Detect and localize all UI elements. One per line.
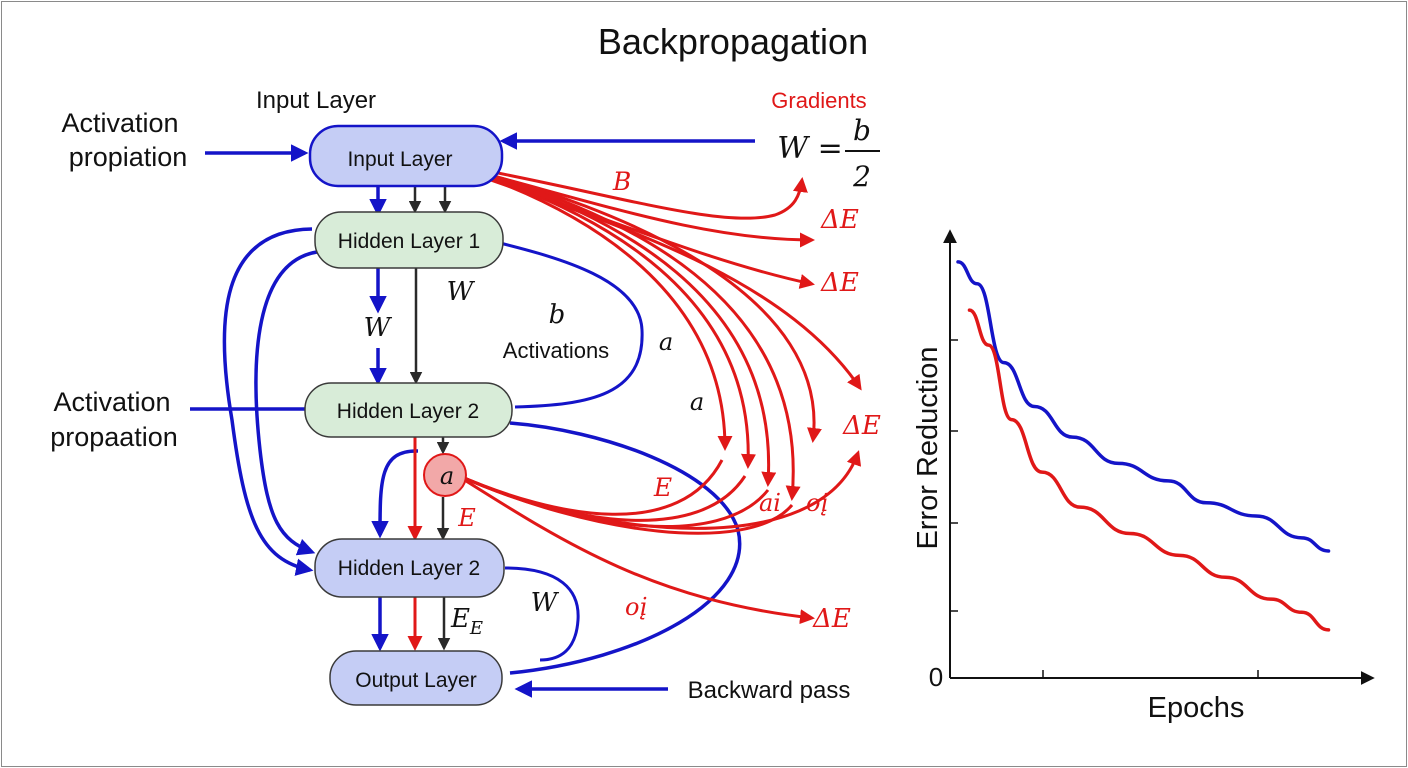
gradient-curve-down-1 — [439, 160, 733, 451]
node-input-layer[interactable]: Input Layer — [308, 124, 504, 188]
feedback-curve-a — [371, 449, 419, 539]
chart-y-zero-label: 0 — [929, 662, 943, 692]
chart-x-ticks — [1042, 670, 1259, 678]
gradient-fan-a — [454, 450, 862, 625]
input-layer-caption: Input Layer — [256, 87, 376, 114]
gradient-curve-down-5 — [439, 160, 822, 443]
backward-pass-label: Backward pass — [688, 677, 851, 704]
chart-x-label: Epochs — [1148, 692, 1245, 724]
node-input-label: Input Layer — [347, 148, 452, 171]
activation-label-mid-1: Activation — [53, 387, 170, 417]
node-a[interactable]: a — [423, 453, 467, 497]
gradient-ai-label: ai — [759, 489, 781, 517]
weight-label-mid: W — [447, 277, 476, 307]
hidden2-to-output-curve — [509, 421, 742, 675]
node-hidden-layer-2a[interactable]: Hidden Layer 2 — [304, 382, 513, 438]
error-E-small-label: E — [457, 504, 476, 532]
a-curve-dE — [454, 450, 862, 530]
loop-curve-inner — [254, 250, 318, 556]
weight-label-lower: W — [531, 588, 560, 618]
gradient-dE-label-4: ΔE — [812, 604, 851, 634]
chart-series-line-0 — [956, 260, 1331, 553]
diagram-title: Backpropagation — [598, 21, 868, 62]
chart-y-ticks — [950, 339, 958, 612]
gradient-B-label: B — [612, 167, 631, 196]
bias-label: b — [549, 300, 566, 330]
gradient-curve-B — [439, 160, 808, 220]
activation-a-label-1: a — [659, 328, 673, 356]
activation-a-label-2: a — [690, 388, 704, 416]
error-reduction-chart: 0 Epochs Error Reduction — [912, 229, 1375, 724]
a-curve-bottom-dE — [454, 472, 815, 625]
formula-lhs: W = — [777, 131, 843, 166]
node-hidden2b-label: Hidden Layer 2 — [338, 557, 480, 580]
gradient-dE-label-1: ΔE — [820, 205, 859, 235]
formula-denominator: 2 — [852, 160, 871, 193]
activation-flow-lines — [190, 132, 755, 698]
gradient-dE-label-2: ΔE — [820, 268, 859, 298]
activations-label: Activations — [503, 338, 609, 363]
chart-series — [956, 260, 1331, 632]
weight-label-left: W — [364, 313, 393, 343]
hidden1-to-hidden2-curve — [499, 241, 644, 409]
node-hidden-layer-1[interactable]: Hidden Layer 1 — [314, 211, 504, 269]
gradient-oi-label-2: oį — [625, 593, 647, 621]
error-E-label: E — [653, 473, 672, 502]
activation-label-mid-2: propaation — [50, 422, 178, 452]
node-hidden2a-label: Hidden Layer 2 — [337, 400, 479, 423]
node-a-label: a — [440, 462, 454, 490]
chart-series-line-1 — [967, 308, 1331, 632]
gradients-header: Gradients — [771, 88, 866, 113]
activation-label-top-1: Activation — [61, 108, 178, 138]
node-hidden1-label: Hidden Layer 1 — [338, 230, 480, 253]
node-hidden-layer-2b[interactable]: Hidden Layer 2 — [314, 538, 505, 598]
formula-numerator: b — [853, 114, 871, 147]
gradient-oi-label-1: oį — [806, 489, 828, 517]
gradient-curve-down-4 — [439, 160, 801, 501]
a-curve-1 — [454, 459, 724, 516]
gradient-fan-input — [439, 160, 862, 501]
node-output-label: Output Layer — [355, 669, 476, 692]
hidden2b-to-output-curve — [504, 566, 580, 662]
node-output-layer[interactable]: Output Layer — [329, 650, 503, 706]
loop-curve-outer — [222, 227, 314, 576]
activation-label-top-2: propiation — [69, 142, 188, 172]
gradient-dE-label-3: ΔE — [842, 411, 881, 441]
chart-y-label: Error Reduction — [912, 346, 944, 549]
error-EE-label: EE — [450, 604, 483, 639]
